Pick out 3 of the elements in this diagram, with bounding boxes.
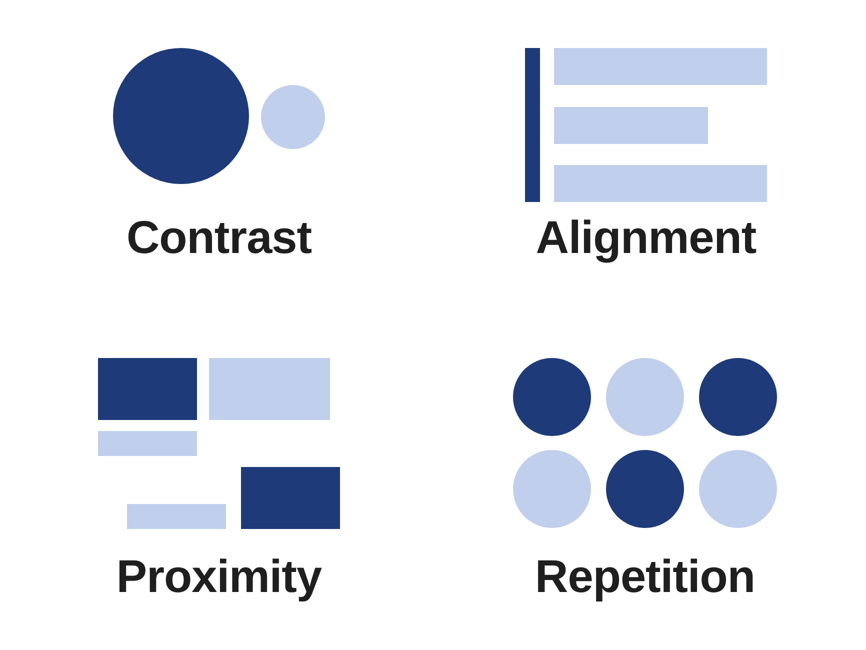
principle-title: Proximity	[116, 553, 322, 599]
principle-title: Repetition	[535, 553, 755, 599]
principle-title: Contrast	[126, 214, 312, 260]
